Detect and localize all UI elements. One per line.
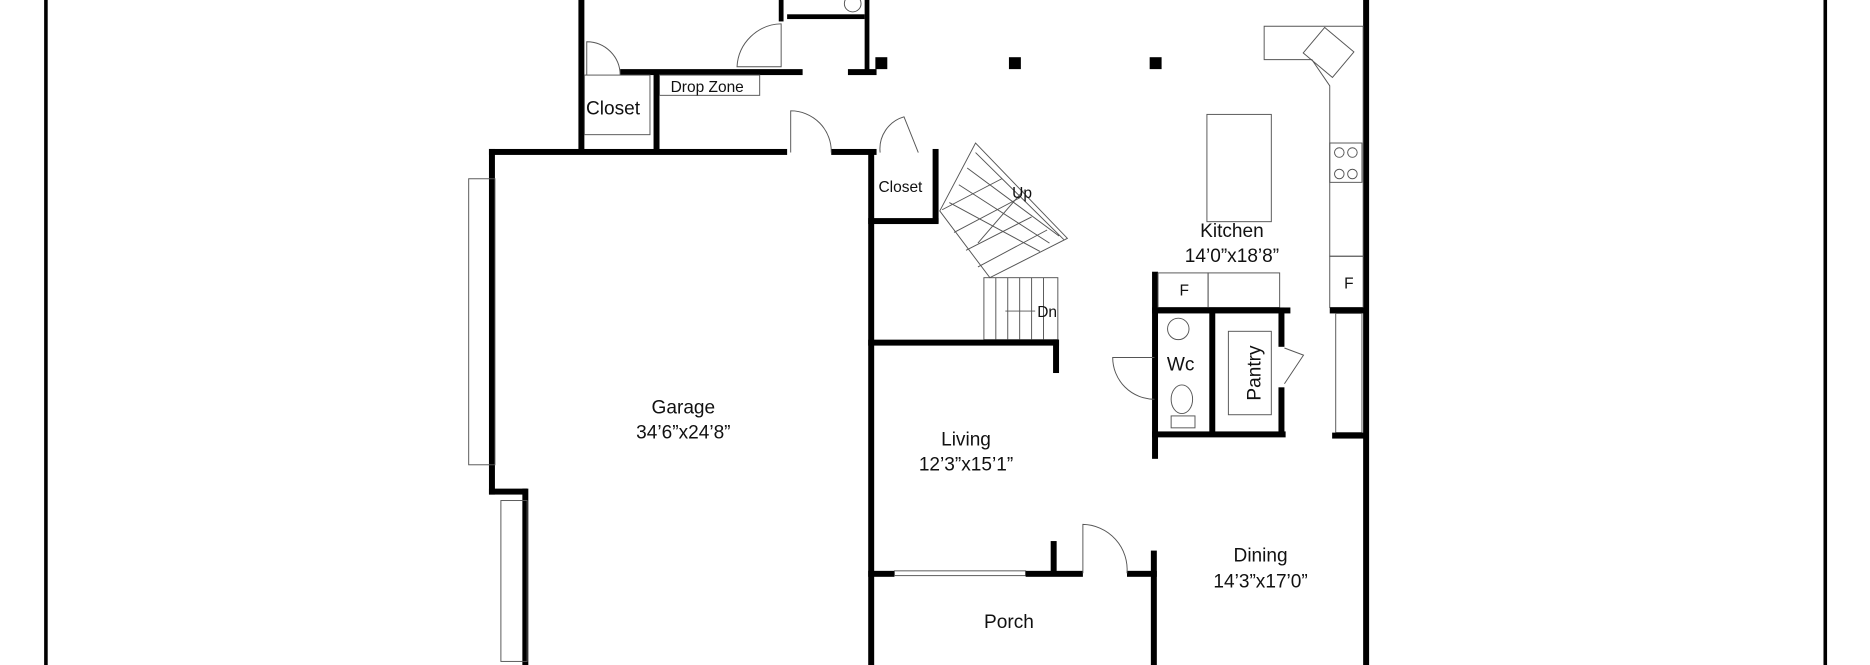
room-size-dining: 14’3”x17’0” — [1213, 572, 1307, 593]
walls-porch — [868, 523, 1157, 665]
walls-top-left — [488, 0, 1162, 155]
room-label-closet-left: Closet — [586, 98, 641, 119]
room-label-living: Living — [941, 430, 991, 451]
room-label-closet-stair: Closet — [878, 179, 923, 196]
room-label-garage: Garage — [652, 398, 716, 419]
main-wall-right — [1363, 0, 1370, 665]
outer-wall-left — [44, 0, 48, 665]
walls-garage — [468, 148, 529, 665]
room-size-living: 12’3”x15’1” — [919, 455, 1013, 476]
stair-down-label: Dn — [1037, 304, 1057, 321]
room-size-garage: 34’6”x24’8” — [636, 423, 730, 444]
room-label-kitchen: Kitchen — [1200, 221, 1264, 242]
fridge-label-left: F — [1180, 283, 1189, 300]
room-label-dining: Dining — [1234, 545, 1288, 566]
room-label-porch: Porch — [984, 612, 1034, 633]
walls-living — [868, 339, 1060, 374]
walls-wc-pantry — [1112, 271, 1305, 459]
outer-wall-right — [1823, 0, 1828, 665]
walls-stair-closet — [868, 148, 939, 665]
room-label-pantry: Pantry — [1245, 345, 1266, 401]
room-label-drop-zone: Drop Zone — [671, 79, 744, 96]
fridge-label-right: F — [1344, 275, 1353, 292]
kitchen-fixtures — [1206, 25, 1366, 439]
stairs — [939, 142, 1069, 341]
room-size-kitchen: 14’0”x18’8” — [1185, 246, 1279, 267]
room-label-wc: Wc — [1167, 355, 1195, 376]
stair-up-label: Up — [1012, 185, 1032, 202]
